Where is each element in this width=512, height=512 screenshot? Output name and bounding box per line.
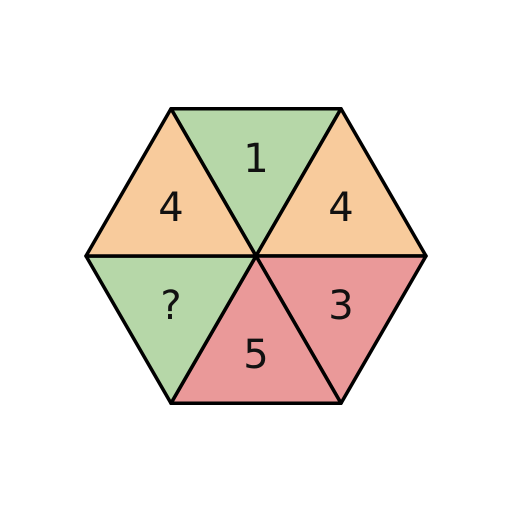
triangle-label-bottom: 5 xyxy=(243,332,268,378)
triangle-upper-left xyxy=(84,107,258,258)
label-layer: 1 4 3 5 ? 4 xyxy=(158,136,353,378)
triangle-layer xyxy=(84,107,428,405)
triangle-label-lower-right: 3 xyxy=(328,283,353,329)
triangle-label-top: 1 xyxy=(243,136,268,182)
triangle-label-upper-right: 4 xyxy=(328,185,353,231)
triangle-label-lower-left: ? xyxy=(160,283,181,329)
triangle-label-upper-left: 4 xyxy=(158,185,183,231)
